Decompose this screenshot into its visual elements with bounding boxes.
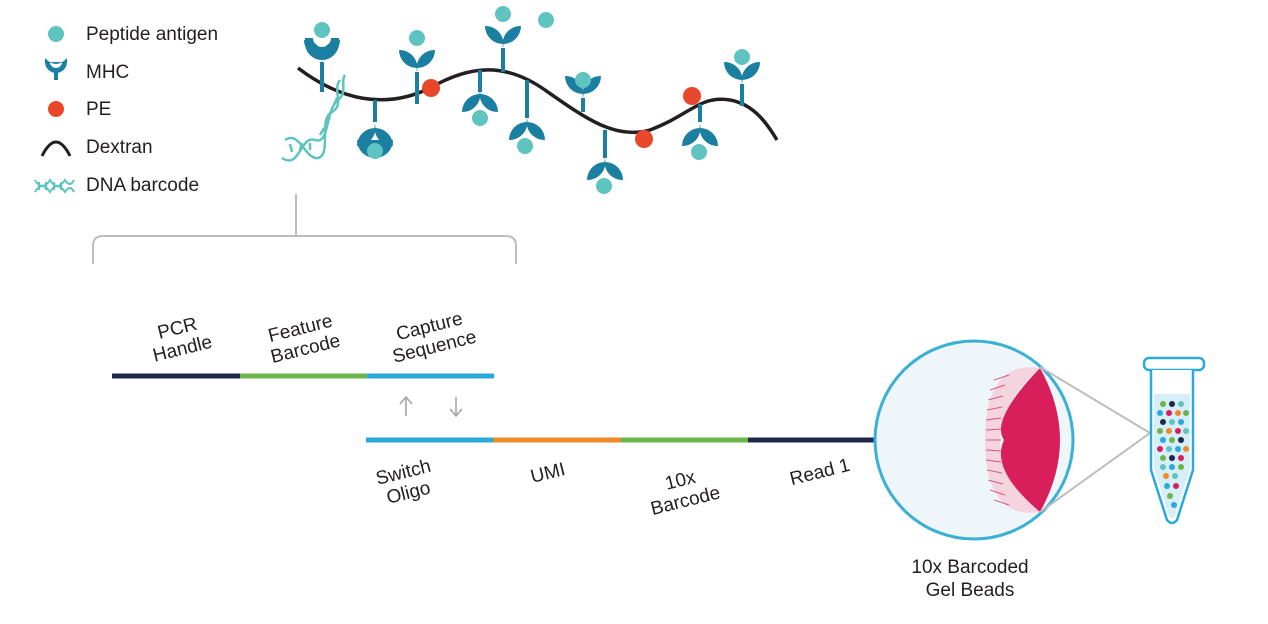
legend-pe-icon xyxy=(48,101,64,117)
mhc-multimer-units xyxy=(304,6,760,194)
legend-label-mhc: MHC xyxy=(86,62,130,83)
legend-label-dna: DNA barcode xyxy=(86,175,200,196)
up-arrow-icon xyxy=(399,395,413,416)
zoom-line-bottom xyxy=(1039,432,1151,513)
gel-beads-line1: 10x Barcoded xyxy=(911,557,1029,578)
gel-beads-line2: Gel Beads xyxy=(925,580,1015,601)
legend-mhc-icon xyxy=(45,58,67,80)
zoom-bracket xyxy=(92,194,517,264)
legend-label-peptide: Peptide antigen xyxy=(86,24,219,45)
legend-label-pe: PE xyxy=(86,99,112,120)
legend-dna-icon xyxy=(34,178,75,194)
free-peptide xyxy=(538,12,554,28)
legend-label-dextran: Dextran xyxy=(86,137,153,158)
dna-barcode-helix xyxy=(281,74,347,162)
legend-dextran-icon xyxy=(40,140,72,157)
reaction-tube-icon xyxy=(1142,356,1206,525)
pe-dot xyxy=(683,87,701,105)
pe-dot xyxy=(635,130,653,148)
gel-bead-zoom xyxy=(873,339,1075,541)
gel-beads-caption: 10x Barcoded Gel Beads xyxy=(900,556,1040,602)
pe-dot xyxy=(422,79,440,97)
dextran-backbone xyxy=(296,66,779,141)
legend-peptide-icon xyxy=(48,26,64,42)
down-arrow-icon xyxy=(449,397,463,418)
zoom-line-top xyxy=(1039,366,1151,434)
